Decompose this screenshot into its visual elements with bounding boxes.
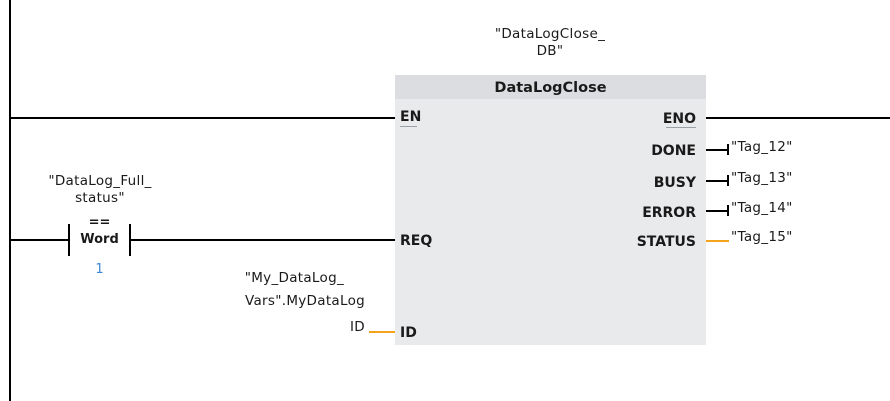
busy-tag[interactable]: "Tag_13" bbox=[731, 170, 793, 186]
pin-en[interactable]: EN bbox=[400, 109, 422, 125]
pin-req[interactable]: REQ bbox=[400, 233, 433, 249]
pin-busy[interactable]: BUSY bbox=[653, 175, 696, 191]
req-wire-left bbox=[10, 239, 68, 241]
done-tag[interactable]: "Tag_12" bbox=[731, 139, 793, 155]
instance-db-line1: "DataLogClose_ bbox=[494, 26, 606, 42]
function-block[interactable] bbox=[395, 75, 706, 345]
pin-status[interactable]: STATUS bbox=[636, 234, 696, 250]
function-block-title: DataLogClose bbox=[395, 75, 706, 99]
compare-type: Word bbox=[80, 232, 119, 247]
compare-value: 1 bbox=[95, 262, 104, 277]
pin-eno-underline bbox=[666, 127, 696, 128]
busy-wire bbox=[706, 180, 728, 182]
contact-operand-line2: status" bbox=[75, 190, 125, 206]
left-power-rail bbox=[9, 0, 11, 401]
req-wire-right bbox=[131, 239, 395, 241]
contact-right-bar bbox=[129, 224, 131, 256]
id-operand-line1[interactable]: "My_DataLog_ bbox=[244, 270, 344, 286]
pin-done[interactable]: DONE bbox=[651, 143, 696, 159]
id-operand-line3[interactable]: ID bbox=[350, 319, 365, 335]
contact-operand-line1: "DataLog_Full_ bbox=[48, 173, 152, 189]
compare-operator: == bbox=[88, 215, 111, 230]
id-wire bbox=[369, 331, 395, 333]
pin-error[interactable]: ERROR bbox=[642, 205, 696, 221]
contact-left-bar bbox=[68, 224, 70, 256]
id-operand-line2[interactable]: Vars".MyDataLog bbox=[244, 293, 365, 309]
busy-wire-tick bbox=[727, 175, 729, 186]
error-wire bbox=[706, 210, 728, 212]
done-wire-tick bbox=[727, 144, 729, 155]
pin-eno[interactable]: ENO bbox=[662, 111, 696, 127]
status-tag[interactable]: "Tag_15" bbox=[731, 229, 793, 245]
status-wire bbox=[706, 240, 729, 242]
en-wire bbox=[10, 117, 395, 119]
done-wire bbox=[706, 149, 728, 151]
error-wire-tick bbox=[727, 205, 729, 216]
instance-db-line2: DB" bbox=[536, 43, 564, 59]
pin-id[interactable]: ID bbox=[400, 325, 417, 341]
eno-wire bbox=[706, 117, 890, 119]
pin-en-underline bbox=[400, 126, 417, 127]
error-tag[interactable]: "Tag_14" bbox=[731, 200, 793, 216]
